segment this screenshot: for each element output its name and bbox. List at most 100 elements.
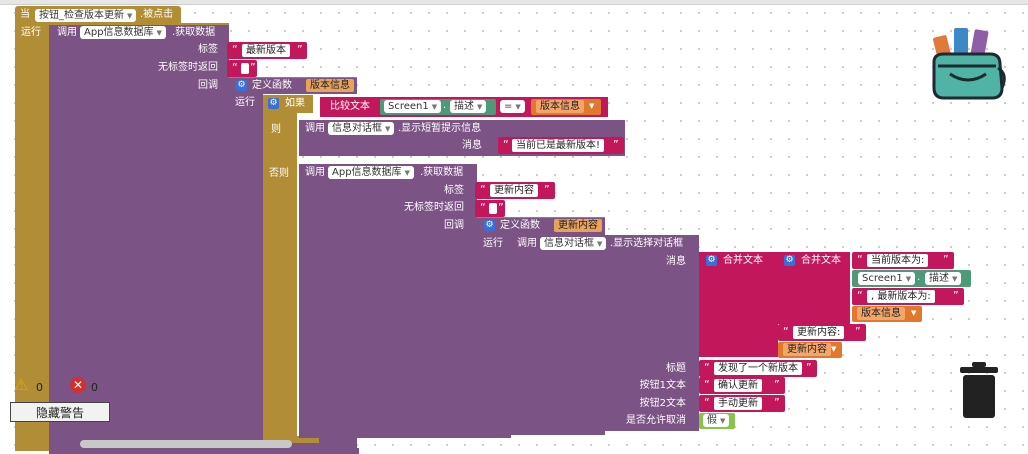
tinydb-getvalue-arm-2 — [477, 232, 511, 438]
str-newest-version[interactable]: , 最新版本为: — [867, 290, 935, 303]
quote-right: ” — [855, 325, 861, 338]
join-text-block-outer[interactable] — [699, 252, 778, 357]
notifier-dropdown-2[interactable]: 信息对话框▼ — [540, 237, 607, 250]
top-divider — [0, 0, 1028, 5]
quote-left: “ — [704, 361, 710, 374]
str-new-version-found[interactable]: 发现了一个新版本 — [714, 362, 802, 375]
dot-separator: . — [917, 272, 921, 283]
quote-left: “ — [704, 378, 710, 391]
warning-icon: ⚠ — [14, 375, 29, 394]
event-suffix: .被点击 — [140, 9, 174, 20]
quote-right: ” — [943, 253, 949, 266]
quote-right: ” — [806, 361, 812, 374]
tinydb-dropdown-1[interactable]: App信息数据库▼ — [80, 26, 166, 39]
quote-left: “ — [232, 61, 238, 74]
func-name-1[interactable]: 版本信息 — [306, 79, 354, 92]
quote-left: “ — [232, 43, 238, 56]
empty-string-value-1[interactable] — [241, 63, 249, 74]
tag-string-value-2[interactable]: 更新内容 — [490, 184, 538, 197]
quote-left: “ — [704, 396, 710, 409]
var-update-content[interactable]: 更新内容 — [783, 343, 831, 356]
message-label-2: 消息 — [666, 256, 686, 267]
str-current-version[interactable]: 当前版本为: — [867, 254, 929, 267]
var-version-info[interactable]: 版本信息 — [536, 100, 584, 113]
define-func-label-2: 定义函数 — [500, 220, 540, 231]
call-label-2: 调用 — [305, 123, 325, 134]
compare-op-dropdown[interactable]: =▼ — [500, 100, 525, 113]
run-label-2: 运行 — [235, 97, 255, 108]
tinydb-getvalue-arm — [229, 92, 263, 451]
title-label: 标题 — [666, 363, 686, 374]
gear-icon[interactable]: ⚙ — [706, 255, 717, 266]
compare-text-label: 比较文本 — [330, 101, 370, 112]
desc-dropdown-1[interactable]: 描述▼ — [450, 100, 487, 113]
else-label: 否则 — [269, 168, 289, 179]
hide-warnings-button[interactable]: 隐藏警告 — [10, 402, 110, 422]
quote-left: “ — [857, 253, 863, 266]
warning-count: 0 — [36, 381, 43, 394]
trash-icon[interactable] — [958, 362, 1000, 418]
button2-label: 按钮2文本 — [639, 398, 686, 409]
if-else-block-bottom — [263, 436, 319, 443]
notifier-choose-block[interactable] — [511, 235, 699, 431]
str-manual-update[interactable]: 手动更新 — [714, 397, 762, 410]
screen-dropdown-2[interactable]: Screen1▼ — [858, 272, 916, 285]
event-component-dropdown[interactable]: 按钮_检查版本更新▼ — [35, 9, 137, 22]
tinydb-getvalue-bottom — [49, 448, 359, 454]
allow-cancel-label: 是否允许取消 — [626, 415, 686, 426]
event-block-body — [15, 23, 49, 451]
tinydb-dropdown-2[interactable]: App信息数据库▼ — [328, 166, 414, 179]
no-tag-return-label-2: 无标签时返回 — [404, 202, 464, 213]
quote-left: “ — [783, 325, 789, 338]
bool-false-dropdown[interactable]: 假▼ — [703, 414, 730, 427]
backpack-icon[interactable] — [928, 22, 1010, 102]
call-label-3: 调用 — [305, 167, 325, 178]
quote-right: ” — [774, 378, 780, 391]
str-confirm-update[interactable]: 确认更新 — [714, 379, 762, 392]
error-icon: ✕ — [70, 377, 86, 393]
join-text-label-1: 合并文本 — [723, 255, 763, 266]
str-update-content-label[interactable]: 更新内容: — [793, 326, 845, 339]
event-when: 当 — [20, 9, 30, 20]
var-version-info-2[interactable]: 版本信息 — [857, 307, 905, 320]
callback-label-1: 回调 — [198, 80, 218, 91]
empty-string-value-2[interactable] — [489, 203, 497, 214]
method-show-choose: .显示选择对话框 — [610, 238, 684, 249]
join-text-label-2: 合并文本 — [801, 255, 841, 266]
gear-icon[interactable]: ⚙ — [484, 220, 495, 231]
error-count: 0 — [91, 381, 98, 394]
run-label: 运行 — [21, 27, 41, 38]
tag-label-1: 标签 — [198, 44, 218, 55]
screen-dropdown-1[interactable]: Screen1▼ — [384, 100, 442, 113]
quote-right: ” — [774, 396, 780, 409]
no-tag-return-label-1: 无标签时返回 — [158, 62, 218, 73]
quote-left: “ — [480, 201, 486, 214]
quote-right: ” — [297, 43, 303, 56]
gear-icon[interactable]: ⚙ — [236, 80, 247, 91]
then-label: 则 — [271, 124, 281, 135]
chevron-down-icon: ▼ — [831, 345, 837, 353]
chevron-down-icon: ▼ — [589, 102, 595, 110]
quote-right: ” — [544, 183, 550, 196]
dot-separator: . — [443, 100, 447, 111]
call-label-1: 调用 — [57, 27, 77, 38]
define-func-label-1: 定义函数 — [252, 80, 292, 91]
tinydb-getvalue-block-2[interactable] — [299, 164, 477, 438]
method-show-alert: .显示短暂提示信息 — [398, 123, 482, 134]
desc-dropdown-2[interactable]: 描述▼ — [925, 272, 962, 285]
quote-left: “ — [480, 183, 486, 196]
msg-latest-value[interactable]: 当前已是最新版本! — [512, 139, 605, 152]
message-label-1: 消息 — [462, 140, 482, 151]
quote-right: ” — [613, 138, 619, 151]
tag-string-value-1[interactable]: 最新版本 — [242, 44, 290, 57]
func-name-2[interactable]: 更新内容 — [554, 219, 602, 232]
if-else-block-body — [263, 113, 297, 443]
notifier-dropdown-1[interactable]: 信息对话框▼ — [328, 122, 395, 135]
horizontal-scrollbar[interactable] — [80, 440, 292, 448]
quote-right: ” — [498, 201, 504, 214]
quote-right: ” — [250, 61, 256, 74]
gear-icon[interactable]: ⚙ — [784, 255, 795, 266]
tag-label-2: 标签 — [444, 185, 464, 196]
gear-icon[interactable]: ⚙ — [268, 98, 279, 109]
notifier-choose-bottom — [511, 425, 605, 435]
